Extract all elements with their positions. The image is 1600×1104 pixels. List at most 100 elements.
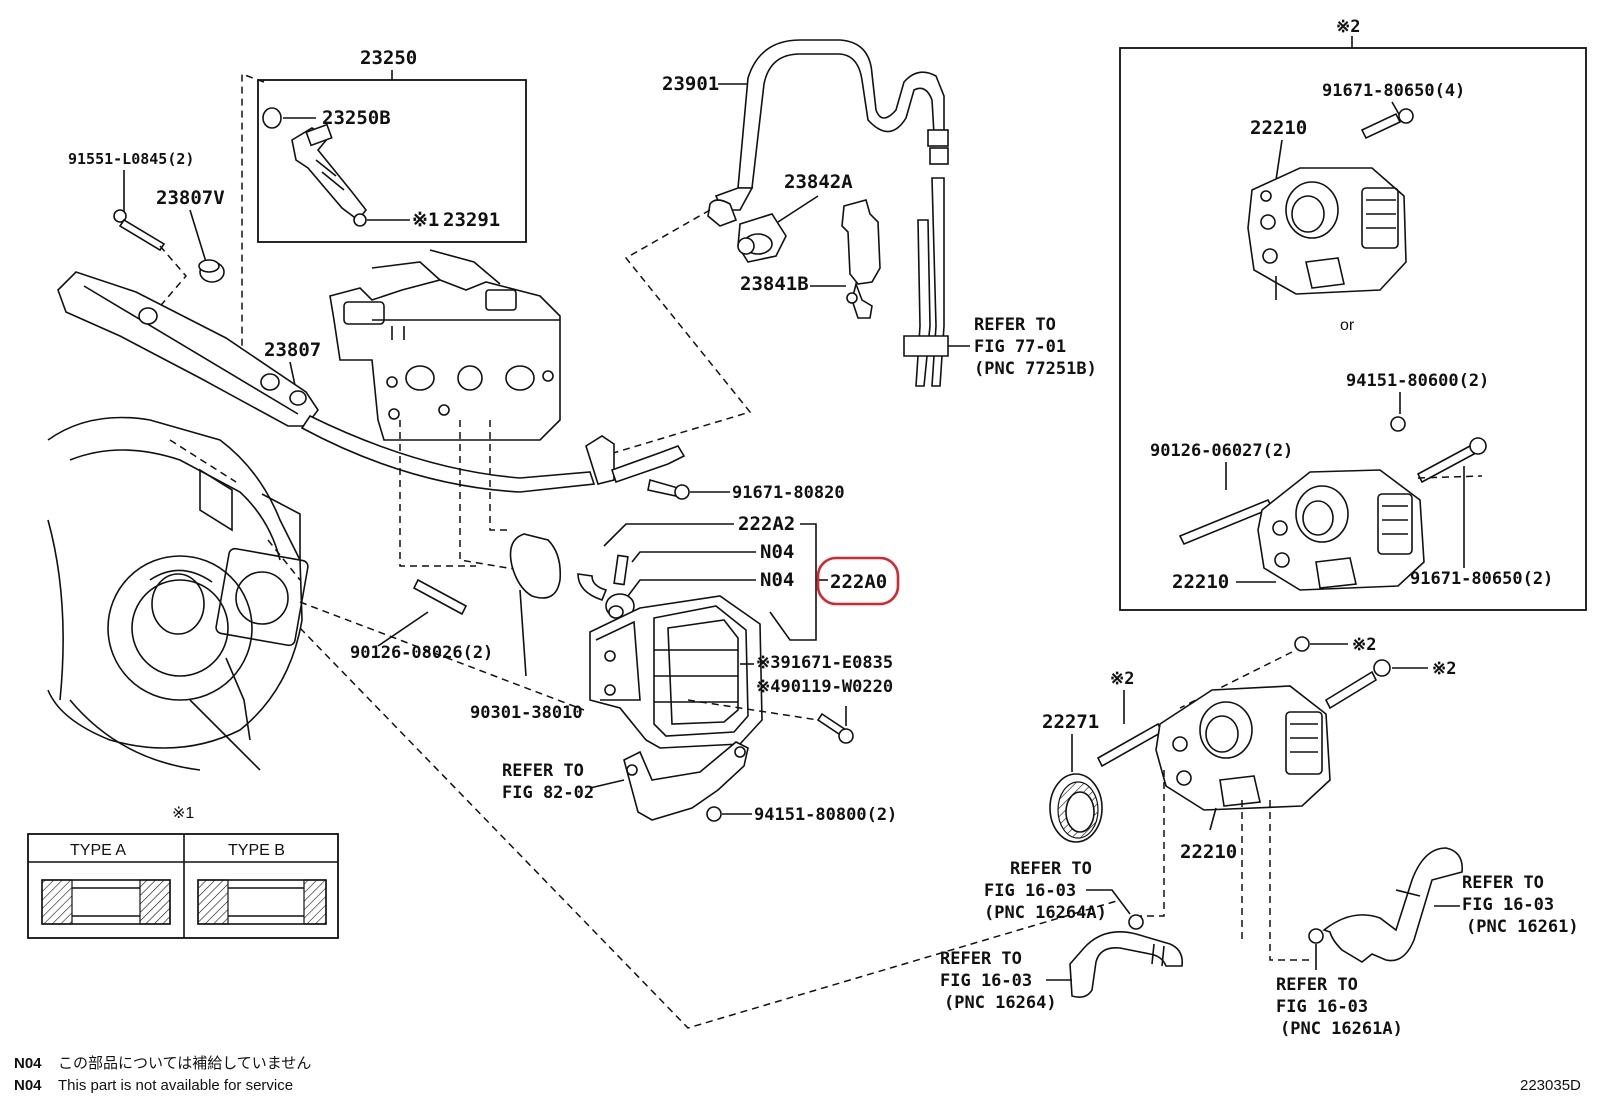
mark-23291: ※1	[412, 209, 439, 231]
ref16-1-line1: REFER TO	[1010, 859, 1092, 879]
variant-box: ※2 91671-80650(4) 22210 or 94151-80600(2…	[1119, 17, 1587, 611]
label-23842a[interactable]: 23842A	[784, 171, 853, 193]
ref82-line2[interactable]: FIG 82-02	[502, 783, 594, 803]
type-a-label: TYPE A	[70, 842, 126, 859]
intake-manifold	[47, 416, 309, 771]
label-n04-2[interactable]: N04	[760, 569, 794, 591]
note-2-code: N04	[14, 1077, 42, 1094]
ref16-3-line2[interactable]: FIG 16-03	[1462, 895, 1554, 915]
ref16-2-line1: REFER TO	[940, 949, 1022, 969]
ref16-4-line2[interactable]: FIG 16-03	[1276, 997, 1368, 1017]
ref77-line1: REFER TO	[974, 315, 1056, 335]
clamp-16261a[interactable]	[1308, 928, 1324, 944]
bolt-91671-80650-side[interactable]	[1416, 437, 1487, 484]
label-90126-06027[interactable]: 90126-06027(2)	[1150, 441, 1293, 461]
hose-group: 23901 23842A 23841B REFER TO FIG 77-01	[589, 39, 1097, 461]
fuel-delivery-pipe[interactable]	[57, 271, 596, 493]
label-94151-80600[interactable]: 94151-80600(2)	[1346, 371, 1489, 391]
label-91671-80650-2[interactable]: 91671-80650(2)	[1410, 569, 1553, 589]
cylinder-head	[329, 249, 561, 441]
highlight-222a0[interactable]: 222A0	[816, 556, 900, 606]
hose-clip[interactable]	[903, 335, 949, 357]
bolt-91671-80820[interactable]	[647, 478, 690, 500]
pipe-bracket-group: 91671-80820	[585, 435, 845, 503]
label-23291[interactable]: 23291	[443, 209, 500, 231]
ref16-1-line2[interactable]: FIG 16-03	[984, 881, 1076, 901]
label-22271[interactable]: 22271	[1042, 711, 1099, 733]
label-94151-80800[interactable]: 94151-80800(2)	[754, 805, 897, 825]
label-22210-box-top[interactable]: 22210	[1250, 117, 1307, 139]
fuel-injector[interactable]	[291, 123, 368, 227]
ref16-2-line2[interactable]: FIG 16-03	[940, 971, 1032, 991]
ref16-3-line3: (PNC 16261)	[1466, 917, 1579, 937]
hose-clamp[interactable]	[707, 199, 738, 227]
spacer-23807v[interactable]	[198, 259, 225, 283]
type-table: ※1 TYPE A TYPE B	[27, 805, 339, 939]
ref77-line2[interactable]: FIG 77-01	[974, 337, 1066, 357]
stud-main[interactable]	[1096, 722, 1164, 768]
ref16-1-line3: (PNC 16264A)	[984, 903, 1107, 923]
label-391671[interactable]: ※391671-E0835	[756, 653, 893, 673]
hose-16261[interactable]	[1322, 847, 1463, 963]
bolt-main[interactable]	[1324, 659, 1391, 710]
vsv-23842a[interactable]	[737, 213, 787, 263]
label-91551[interactable]: 91551-L0845(2)	[68, 150, 194, 168]
gear-n04[interactable]	[605, 593, 635, 619]
gasket-22271[interactable]	[1049, 773, 1103, 843]
label-23807v[interactable]: 23807V	[156, 187, 225, 209]
box-mark-2: ※2	[1336, 17, 1360, 37]
throttle-body-22210-top[interactable]	[1247, 167, 1407, 295]
note-1-text: この部品については補給していません	[58, 1055, 311, 1072]
type-b-figure	[197, 879, 327, 925]
label-22210-box-bot[interactable]: 22210	[1172, 571, 1229, 593]
pipe-fitting[interactable]	[610, 445, 686, 484]
pipe-bracket[interactable]	[585, 435, 615, 485]
hose-23901[interactable]	[714, 39, 949, 211]
label-23807[interactable]: 23807	[264, 339, 321, 361]
label-or: or	[1340, 317, 1355, 334]
bracket-23841b[interactable]	[841, 199, 881, 319]
label-23901[interactable]: 23901	[662, 73, 719, 95]
pin-n04[interactable]	[613, 554, 629, 586]
nut-94151-80600[interactable]	[1390, 416, 1406, 432]
nut-main[interactable]	[1294, 636, 1310, 652]
label-n04-1[interactable]: N04	[760, 541, 794, 563]
bolt-490119[interactable]	[816, 712, 854, 744]
label-90126-08026[interactable]: 90126-08026(2)	[350, 643, 493, 663]
bolt-91551[interactable]	[113, 209, 166, 252]
label-222a2[interactable]: 222A2	[738, 513, 795, 535]
label-91671-80820[interactable]: 91671-80820	[732, 483, 845, 503]
vacuum-hose-b[interactable]	[931, 177, 945, 387]
fuel-rail-group: 91551-L0845(2) 23807V 23807	[57, 150, 596, 493]
footnotes: N04 この部品については補給していません N04 This part is n…	[14, 1055, 1581, 1094]
nut-94151-80800[interactable]	[706, 806, 722, 822]
label-23841b[interactable]: 23841B	[740, 273, 809, 295]
label-23250b[interactable]: 23250B	[322, 107, 391, 129]
stud-90126-08026[interactable]	[412, 578, 468, 616]
ref16-2-line3: (PNC 16264)	[944, 993, 1057, 1013]
stud-90126-06027[interactable]	[1178, 498, 1274, 546]
label-90301[interactable]: 90301-38010	[470, 703, 583, 723]
hose-16264[interactable]	[1069, 931, 1184, 998]
clamp-16264a[interactable]	[1128, 914, 1144, 930]
throttle-body-22210-main[interactable]	[1155, 685, 1331, 811]
actuator-bracket[interactable]	[623, 741, 749, 821]
label-91671-80650-4[interactable]: 91671-80650(4)	[1322, 81, 1465, 101]
diagram-id: 223035D	[1520, 1077, 1581, 1094]
label-490119[interactable]: ※490119-W0220	[756, 677, 893, 697]
gasket-90301[interactable]	[509, 533, 562, 599]
throttle-body-22210-bot[interactable]	[1257, 469, 1425, 591]
bolt-91671-80650-top[interactable]	[1360, 108, 1414, 140]
type-mark-1: ※1	[172, 805, 194, 822]
vacuum-hose-a[interactable]	[915, 219, 931, 387]
ref82-line1: REFER TO	[502, 761, 584, 781]
type-b-label: TYPE B	[228, 842, 285, 859]
throttle-actuator-group: 222A2 N04 N04 222A0	[299, 513, 1121, 1029]
label-23250[interactable]: 23250	[360, 47, 417, 69]
o-ring-23250b[interactable]	[262, 107, 282, 129]
label-22210-main[interactable]: 22210	[1180, 841, 1237, 863]
throttle-actuator[interactable]	[589, 595, 763, 749]
clip-222a2[interactable]	[577, 573, 608, 601]
label-222a0[interactable]: 222A0	[830, 571, 887, 593]
